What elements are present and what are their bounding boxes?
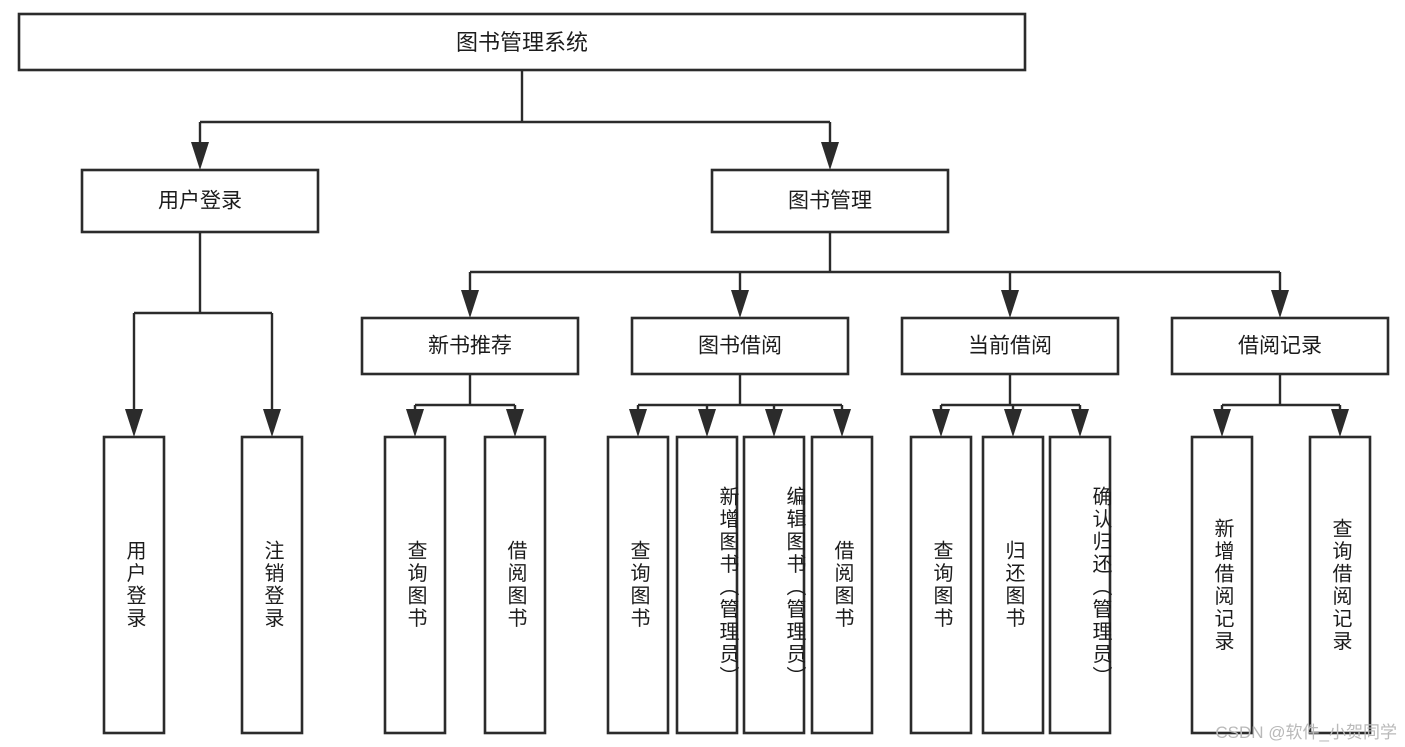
node-borrow-record-label: 借阅记录: [1238, 335, 1322, 358]
node-root-rect[interactable]: [17, 12, 1027, 72]
arrow-head-leaf-borrow-book-recommend: [506, 409, 524, 437]
node-root[interactable]: 图书管理系统: [17, 12, 1027, 72]
node-leaf-add-borrow-record-label: 新增借阅记录: [1211, 517, 1233, 653]
node-leaf-query-book-recommend-rect[interactable]: [383, 435, 447, 735]
node-leaf-query-borrow-record-rect[interactable]: [1308, 435, 1372, 735]
arrow-head-book-management: [821, 142, 839, 170]
node-leaf-user-login-label: 用户登录: [123, 540, 145, 630]
node-leaf-add-book-admin-label: 新增图书（管理员）: [716, 485, 738, 689]
node-leaf-query-book-borrow[interactable]: 查询图书: [606, 435, 670, 735]
node-leaf-borrow-book-recommend-label: 借阅图书: [504, 540, 526, 630]
arrow-head-leaf-edit-book-admin: [765, 409, 783, 437]
node-leaf-query-book-borrow-rect[interactable]: [606, 435, 670, 735]
arrow-head-leaf-query-book-borrow: [629, 409, 647, 437]
node-leaf-user-login-rect[interactable]: [102, 435, 166, 735]
node-leaf-borrow-book[interactable]: 借阅图书: [810, 435, 874, 735]
node-leaf-confirm-return-admin-label: 确认归还（管理员）: [1089, 485, 1111, 689]
node-leaf-return-book-label: 归还图书: [1002, 540, 1024, 630]
arrow-head-leaf-query-book-recommend: [406, 409, 424, 437]
node-leaf-edit-book-admin-label: 编辑图书（管理员）: [783, 485, 805, 689]
node-leaf-query-borrow-record-label: 查询借阅记录: [1329, 517, 1351, 653]
node-leaf-query-borrow-record[interactable]: 查询借阅记录: [1308, 435, 1372, 735]
arrow-head-leaf-borrow-book: [833, 409, 851, 437]
node-leaf-borrow-book-rect[interactable]: [810, 435, 874, 735]
node-new-book-recommend[interactable]: 新书推荐: [360, 316, 580, 376]
node-book-management[interactable]: 图书管理: [710, 168, 950, 234]
arrow-head-user-login: [191, 142, 209, 170]
node-borrow-record-rect[interactable]: [1170, 316, 1390, 376]
arrow-head-book-borrow: [731, 290, 749, 318]
node-leaf-query-book-current-rect[interactable]: [909, 435, 973, 735]
node-leaf-user-login[interactable]: 用户登录: [102, 435, 166, 735]
node-leaf-return-book[interactable]: 归还图书: [981, 435, 1045, 735]
node-leaf-confirm-return-admin-rect[interactable]: [1048, 435, 1112, 735]
arrow-head-leaf-add-book-admin: [698, 409, 716, 437]
node-leaf-add-borrow-record-rect[interactable]: [1190, 435, 1254, 735]
node-leaf-borrow-book-recommend-rect[interactable]: [483, 435, 547, 735]
node-book-management-rect[interactable]: [710, 168, 950, 234]
arrow-head-leaf-return-book: [1004, 409, 1022, 437]
node-leaf-query-book-borrow-label: 查询图书: [627, 540, 649, 630]
node-user-login-rect[interactable]: [80, 168, 320, 234]
arrow-head-borrow-record: [1271, 290, 1289, 318]
node-book-borrow-label: 图书借阅: [698, 335, 782, 358]
node-leaf-query-book-current-label: 查询图书: [930, 540, 952, 630]
arrow-head-current-borrow: [1001, 290, 1019, 318]
arrow-head-leaf-confirm-return-admin: [1071, 409, 1089, 437]
node-book-borrow[interactable]: 图书借阅: [630, 316, 850, 376]
node-leaf-add-book-admin-rect[interactable]: [675, 435, 739, 735]
arrow-head-leaf-user-login: [125, 409, 143, 437]
node-root-label: 图书管理系统: [456, 30, 588, 55]
connector-layer: [125, 70, 1349, 437]
node-current-borrow-label: 当前借阅: [968, 335, 1052, 358]
arrow-head-leaf-logout-login: [263, 409, 281, 437]
node-leaf-edit-book-admin[interactable]: 编辑图书（管理员）: [742, 435, 806, 735]
node-new-book-recommend-label: 新书推荐: [428, 335, 512, 358]
node-leaf-query-book-current[interactable]: 查询图书: [909, 435, 973, 735]
node-book-borrow-rect[interactable]: [630, 316, 850, 376]
node-leaf-logout-login-rect[interactable]: [240, 435, 304, 735]
node-leaf-query-book-recommend-label: 查询图书: [404, 540, 426, 630]
arrow-head-leaf-add-borrow-record: [1213, 409, 1231, 437]
node-leaf-add-book-admin[interactable]: 新增图书（管理员）: [675, 435, 739, 735]
node-leaf-borrow-book-recommend[interactable]: 借阅图书: [483, 435, 547, 735]
arrow-head-leaf-query-book-current: [932, 409, 950, 437]
node-leaf-logout-login-label: 注销登录: [261, 540, 283, 630]
node-leaf-return-book-rect[interactable]: [981, 435, 1045, 735]
node-borrow-record[interactable]: 借阅记录: [1170, 316, 1390, 376]
node-leaf-add-borrow-record[interactable]: 新增借阅记录: [1190, 435, 1254, 735]
node-book-management-label: 图书管理: [788, 190, 872, 213]
node-user-login[interactable]: 用户登录: [80, 168, 320, 234]
node-leaf-borrow-book-label: 借阅图书: [831, 540, 853, 630]
node-leaf-logout-login[interactable]: 注销登录: [240, 435, 304, 735]
node-current-borrow[interactable]: 当前借阅: [900, 316, 1120, 376]
node-new-book-recommend-rect[interactable]: [360, 316, 580, 376]
arrow-head-new-book-recommend: [461, 290, 479, 318]
node-leaf-query-book-recommend[interactable]: 查询图书: [383, 435, 447, 735]
arrow-head-leaf-query-borrow-record: [1331, 409, 1349, 437]
node-leaf-confirm-return-admin[interactable]: 确认归还（管理员）: [1048, 435, 1112, 735]
node-user-login-label: 用户登录: [158, 190, 242, 213]
node-leaf-edit-book-admin-rect[interactable]: [742, 435, 806, 735]
node-current-borrow-rect[interactable]: [900, 316, 1120, 376]
